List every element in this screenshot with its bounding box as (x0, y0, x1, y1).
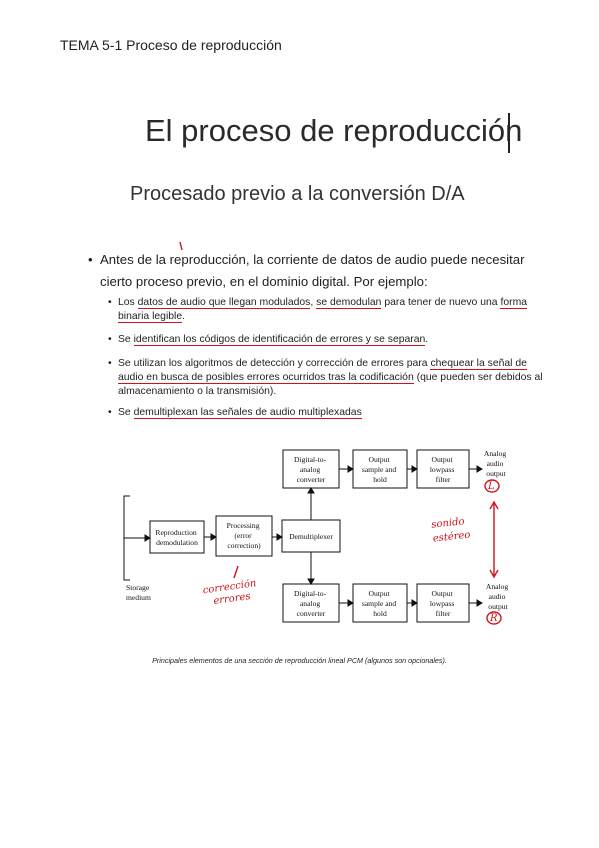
stereo-arrow-head-top (489, 500, 499, 510)
bullet-marker: • (108, 358, 112, 369)
underlined-phrase: forma binaria legible (118, 297, 528, 323)
demultiplexer-label: Demultiplexer (289, 532, 333, 541)
underlined-phrase: se demodulan (316, 297, 382, 309)
text-run: , (310, 297, 317, 308)
text-run: Se (118, 407, 134, 418)
arrowhead (307, 578, 315, 585)
correction-arrow (233, 565, 239, 579)
demodulation-label: Reproduction demodulation (155, 528, 198, 547)
arrowhead (411, 599, 418, 607)
processing-box (215, 515, 273, 557)
figure-caption: Principales elementos de una sección de … (152, 656, 447, 665)
arrowhead (347, 599, 354, 607)
dac-bottom-label: Digital-to- analog converter (294, 589, 328, 618)
list-item-text: Los datos de audio que llegan modulados,… (118, 296, 546, 324)
intro-text: Antes de la reproducción, la corriente d… (100, 252, 525, 289)
pen-mark (179, 241, 183, 251)
text-run: para tener de nuevo una (381, 297, 501, 308)
lowpass-top-label: Output lowpass filter (430, 455, 456, 484)
page-subtitle: Procesado previo a la conversión D/A (130, 183, 465, 205)
arrowhead (476, 465, 483, 473)
arrowhead (144, 534, 151, 542)
underlined-phrase: identifican los códigos de identificació… (133, 334, 426, 346)
arrowhead (411, 465, 418, 473)
text-cursor (508, 113, 510, 153)
sample-hold-top-label: Output sample and hold (362, 455, 398, 484)
text-run: Los (118, 297, 138, 308)
left-channel-circle (484, 479, 500, 493)
right-channel-circle (486, 611, 502, 625)
text-run: (que pueden ser debidos al almacenamient… (118, 372, 543, 397)
stereo-note: sonido estéreo (431, 516, 471, 545)
analog-output-top-label: Analog audio output (484, 449, 508, 478)
underlined-phrase: chequear la señal de audio en busca de p… (118, 358, 527, 384)
bullet-marker: • (88, 252, 93, 267)
bullet-marker: • (108, 334, 112, 345)
arrowhead (276, 533, 283, 541)
bullet-marker: • (108, 407, 112, 418)
list-item-text: Se identifican los códigos de identifica… (118, 333, 546, 347)
document-header: TEMA 5-1 Proceso de reproducción (60, 37, 282, 53)
arrowhead (307, 487, 315, 494)
list-item-text: Se demultiplexan las señales de audio mu… (118, 406, 546, 420)
right-channel-mark: R (489, 613, 498, 624)
processing-label: Processing (error correction) (227, 521, 262, 550)
text-run: Se utilizan los algoritmos de detección … (118, 358, 431, 369)
demodulation-box (149, 520, 205, 554)
page-title: El proceso de reproducción (145, 113, 523, 148)
analog-output-bottom-label: Analog audio output (486, 582, 510, 611)
stereo-arrow-head-bottom (489, 569, 499, 579)
bullet-marker: • (108, 297, 112, 308)
underlined-phrase: demultiplexan las señales de audio multi… (133, 407, 362, 419)
storage-medium-label: Storage medium (126, 583, 151, 602)
dac-top-label: Digital-to- analog converter (294, 455, 328, 484)
text-run: Se (118, 334, 134, 345)
list-item-text: Se utilizan los algoritmos de detección … (118, 357, 546, 399)
arrowhead (347, 465, 354, 473)
sample-hold-bottom-label: Output sample and hold (362, 589, 398, 618)
left-channel-mark: L (487, 481, 495, 492)
arrowhead (210, 533, 217, 541)
underlined-phrase: datos de audio que llegan modulados (137, 297, 311, 309)
arrowhead (476, 599, 483, 607)
text-run: . (425, 334, 429, 345)
correction-note: corrección errores (202, 578, 262, 609)
text-run: . (182, 311, 186, 322)
lowpass-bottom-label: Output lowpass filter (430, 589, 456, 618)
